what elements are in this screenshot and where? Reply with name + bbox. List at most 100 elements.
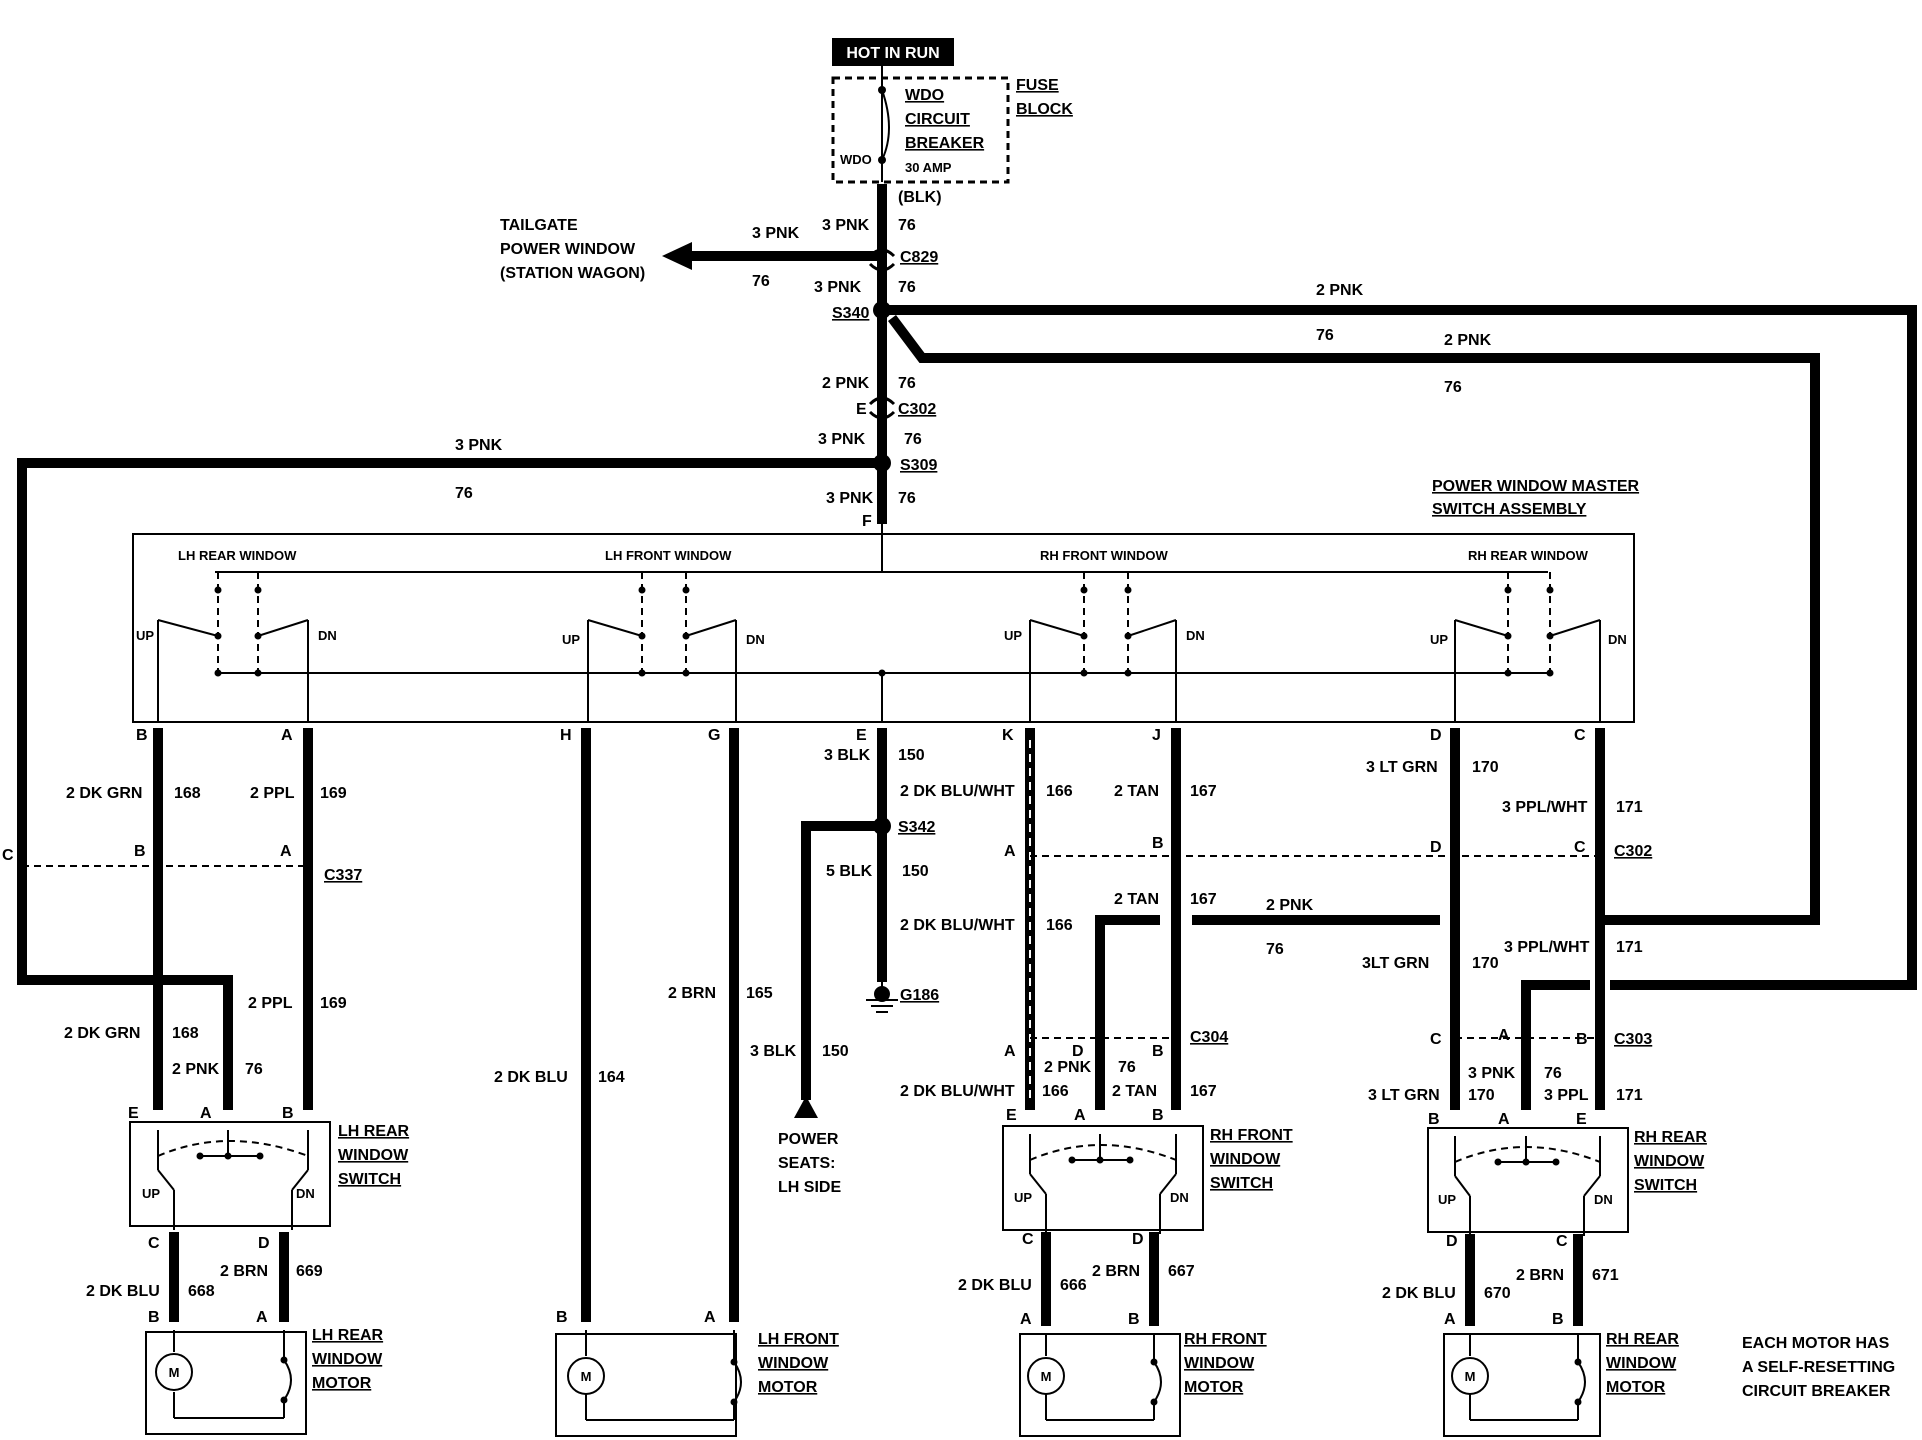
master-section-rh-front <box>1029 572 1177 722</box>
pin-d: D <box>1430 727 1442 744</box>
lh-rear-switch-box <box>129 1121 331 1227</box>
pin-g: G <box>708 727 720 744</box>
rhf-166-mid: 2 DK BLU/WHT <box>900 917 1015 934</box>
sec-lh-front: LH FRONT WINDOW <box>605 548 732 563</box>
c337-pin-b: B <box>134 843 146 860</box>
lhf-164-circuit: 164 <box>598 1069 625 1086</box>
note-line-2: A SELF-RESETTING <box>1742 1359 1895 1376</box>
pin-k: K <box>1002 727 1014 744</box>
lhr-sw-contacts <box>157 1130 309 1230</box>
master-switch-box <box>132 533 1635 723</box>
rhr-170-mid: 3LT GRN <box>1362 955 1429 972</box>
inner-loop-circuit: 76 <box>1444 379 1462 396</box>
pin-e: E <box>856 727 867 744</box>
cb-line-3: BREAKER <box>905 135 985 152</box>
c302-trunk-connector <box>868 396 896 420</box>
seats-line-2: SEATS: <box>778 1155 835 1172</box>
lhf-165-label: 2 BRN <box>668 985 716 1002</box>
rhr-mw-l: 2 DK BLU <box>1382 1285 1456 1302</box>
tailgate-arrow <box>662 242 692 270</box>
outer-loop-wire: 2 PNK <box>1316 282 1364 299</box>
c304-166-c: 166 <box>1042 1083 1069 1100</box>
rhr-motor-icon <box>1451 1357 1489 1395</box>
c303-label: C303 <box>1614 1031 1652 1048</box>
master-title-2: SWITCH ASSEMBLY <box>1432 501 1587 518</box>
rhf-pnk-branch <box>1095 915 1160 1110</box>
tailgate-line-2: POWER WINDOW <box>500 241 636 258</box>
c304-166: 2 DK BLU/WHT <box>900 1083 1015 1100</box>
lhr-pnk-circuit: 76 <box>245 1061 263 1078</box>
rhf-sw-t1: RH FRONT <box>1210 1127 1293 1144</box>
lhr-sw-up: UP <box>142 1186 160 1201</box>
s340-label: S340 <box>832 305 869 322</box>
wire-166-circuit: 166 <box>1046 783 1073 800</box>
rhr-sw-pin-b: B <box>1428 1111 1440 1128</box>
rhr-m-pin-b: B <box>1552 1311 1564 1328</box>
trunk-c1: 76 <box>898 217 916 234</box>
wire-171-label: 3 PPL/WHT <box>1502 799 1588 816</box>
lhr-mw-lc: 668 <box>188 1283 215 1300</box>
rhf-mw-rc: 667 <box>1168 1263 1195 1280</box>
rhr-sw-t2: WINDOW <box>1634 1153 1705 1170</box>
trunk-w1: 3 PNK <box>822 217 870 234</box>
right-outer-loop <box>886 305 1917 990</box>
wire-169-label: 2 PPL <box>250 785 295 802</box>
rhf-pnk-mid: 2 PNK <box>1266 897 1314 914</box>
rhf-mw-l: 2 DK BLU <box>958 1277 1032 1294</box>
rhf-166-mid-c: 166 <box>1046 917 1073 934</box>
rhf-sw-t2: WINDOW <box>1210 1151 1281 1168</box>
rhf-167-mid: 2 TAN <box>1114 891 1159 908</box>
rhf-sw-t3: SWITCH <box>1210 1175 1273 1192</box>
c304-label: C304 <box>1190 1029 1228 1046</box>
cb-amp: 30 AMP <box>905 160 952 175</box>
lhf-motor-m: M <box>581 1369 592 1384</box>
rhr-171-mid: 3 PPL/WHT <box>1504 939 1590 956</box>
master-section-rh-rear <box>1454 572 1601 722</box>
fuse-block-line-1: FUSE <box>1016 77 1059 94</box>
c337-pin-a: A <box>280 843 292 860</box>
rhf-motor-icon <box>1027 1357 1065 1395</box>
rhf-motor-windings <box>1045 1334 1162 1421</box>
rhr-mw-lc: 670 <box>1484 1285 1511 1302</box>
c303-pnk: 3 PNK <box>1468 1065 1516 1082</box>
seats-line-3: LH SIDE <box>778 1179 841 1196</box>
lhr-m-t1: LH REAR <box>312 1327 384 1344</box>
rh-front-switch-box <box>1002 1125 1204 1231</box>
lhf-pin-b: B <box>556 1309 568 1326</box>
blk-label: (BLK) <box>898 189 942 206</box>
c337-label: C337 <box>324 867 362 884</box>
rhf-m-t2: WINDOW <box>1184 1355 1255 1372</box>
trunk-pin-f: F <box>862 513 872 530</box>
lhr-mw-r: 2 BRN <box>220 1263 268 1280</box>
rhf-sw-pin-e: E <box>1006 1107 1017 1124</box>
wire-167-circuit: 167 <box>1190 783 1217 800</box>
c302-mid-pin-d: D <box>1430 839 1442 856</box>
rhr-m-t3: MOTOR <box>1606 1379 1666 1396</box>
rhr-170-mid-c: 170 <box>1472 955 1499 972</box>
c304-pin-b: B <box>1152 1043 1164 1060</box>
lhr-168-circuit: 168 <box>172 1025 199 1042</box>
pin-h: H <box>560 727 572 744</box>
lh-front-motor-box <box>555 1333 737 1437</box>
rhr-sw-pin-e: E <box>1576 1111 1587 1128</box>
lhf-pin-a: A <box>704 1309 716 1326</box>
rhf-sw-pin-b: B <box>1152 1107 1164 1124</box>
c303-171: 3 PPL <box>1544 1087 1589 1104</box>
c304-pnk-c: 76 <box>1118 1059 1136 1076</box>
c302-mid-pin-a: A <box>1004 843 1016 860</box>
up-1: UP <box>136 628 154 643</box>
seats-wire-label: 3 BLK <box>750 1043 797 1060</box>
tailgate-wire-label: 3 PNK <box>752 225 800 242</box>
note-line-3: CIRCUIT BREAKER <box>1742 1383 1891 1400</box>
right-inner-loop <box>888 315 1820 925</box>
lhr-sw-out-c: C <box>148 1235 160 1252</box>
cb-tag: WDO <box>840 152 872 167</box>
tailgate-circuit: 76 <box>752 273 770 290</box>
c303-170-c: 170 <box>1468 1087 1495 1104</box>
c303-170: 3 LT GRN <box>1368 1087 1440 1104</box>
rhf-m-t1: RH FRONT <box>1184 1331 1267 1348</box>
rhr-sw-t3: SWITCH <box>1634 1177 1697 1194</box>
wire-168-circuit: 168 <box>174 785 201 802</box>
rhr-sw-contacts <box>1454 1136 1601 1236</box>
trunk-c3: 76 <box>898 375 916 392</box>
